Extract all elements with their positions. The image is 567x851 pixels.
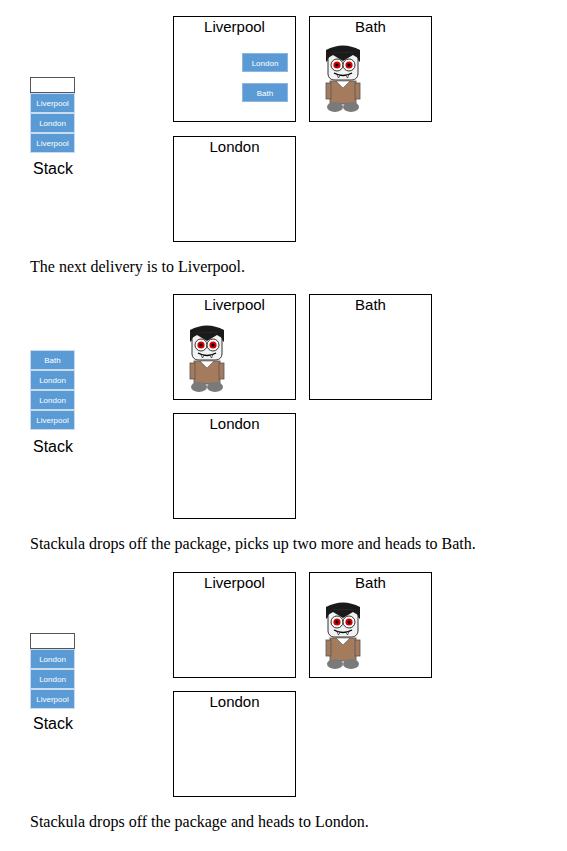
city-box: London: [173, 413, 296, 519]
city-name: Bath: [310, 296, 431, 313]
caption-text: The next delivery is to Liverpool.: [30, 258, 245, 276]
stack-item-label: London: [39, 655, 66, 664]
city-box: London: [173, 691, 296, 797]
stack-item: London: [30, 669, 75, 689]
city-name: Liverpool: [174, 574, 295, 591]
stack-item-label: Liverpool: [36, 139, 68, 148]
stack-item: Liverpool: [30, 133, 75, 153]
stack-heading: Stack: [33, 715, 73, 733]
city-name: Bath: [310, 18, 431, 35]
stack-item: Liverpool: [30, 689, 75, 709]
stack-item-label: Liverpool: [36, 695, 68, 704]
package-box: London: [242, 53, 288, 72]
stackula-character: [326, 46, 360, 113]
city-box: Bath: [309, 16, 432, 122]
empty-stack-slot: [31, 634, 75, 649]
stack-item: London: [30, 370, 75, 390]
stack-item-label: London: [39, 376, 66, 385]
stack-item-label: London: [39, 396, 66, 405]
stack-item-label: Liverpool: [36, 416, 68, 425]
caption-text: Stackula drops off the package and heads…: [30, 813, 369, 831]
city-box: Bath: [309, 572, 432, 678]
stack-item: London: [30, 113, 75, 133]
stack-heading: Stack: [33, 438, 73, 456]
stackula-character: [326, 603, 360, 670]
city-name: London: [174, 693, 295, 710]
city-name: London: [174, 415, 295, 432]
stack-heading: Stack: [33, 160, 73, 178]
city-name: Bath: [310, 574, 431, 591]
stack-item-label: Liverpool: [36, 99, 68, 108]
caption-text: Stackula drops off the package, picks up…: [30, 535, 476, 553]
stack-item: Bath: [30, 350, 75, 370]
city-box: Liverpool: [173, 294, 296, 400]
stack-item: Liverpool: [30, 93, 75, 113]
package-label: London: [252, 59, 279, 68]
city-box: Bath: [309, 294, 432, 400]
city-box: Liverpool: [173, 572, 296, 678]
stack-item-label: Bath: [44, 356, 60, 365]
package-box: Bath: [242, 83, 288, 102]
stack-item-label: London: [39, 675, 66, 684]
city-box: London: [173, 136, 296, 242]
city-name: London: [174, 138, 295, 155]
stack-item: London: [30, 390, 75, 410]
city-name: Liverpool: [174, 296, 295, 313]
stackula-character: [190, 326, 224, 393]
stack-item: Liverpool: [30, 410, 75, 430]
city-name: Liverpool: [174, 18, 295, 35]
stack-item-label: London: [39, 119, 66, 128]
stack-item: London: [30, 649, 75, 669]
city-box: LiverpoolLondonBath: [173, 16, 296, 122]
empty-stack-slot: [31, 78, 75, 93]
package-label: Bath: [257, 89, 273, 98]
